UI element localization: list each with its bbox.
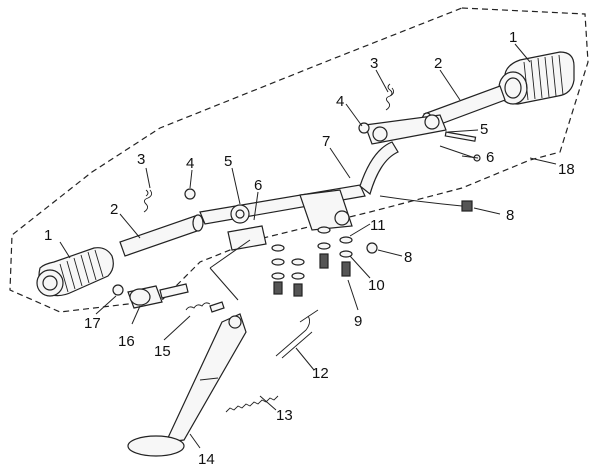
callout-8-nut: 8: [404, 249, 412, 266]
spring-right: [385, 83, 395, 111]
callout-5-right: 5: [480, 121, 488, 138]
washer-bolt-stack: [271, 226, 353, 297]
callout-18: 18: [558, 161, 575, 178]
callout-14: 14: [198, 451, 215, 468]
callout-15: 15: [154, 343, 171, 360]
spring-left: [143, 189, 153, 213]
callout-1-left-grip: 1: [44, 227, 52, 244]
main-frame: [199, 141, 399, 251]
callout-13: 13: [276, 407, 293, 424]
callout-11: 11: [370, 217, 386, 234]
callout-17: 17: [84, 315, 101, 332]
right-bracket: [364, 114, 481, 162]
nut-left: [184, 188, 196, 200]
nut-8: [366, 242, 378, 254]
stand-spring-15: [185, 301, 225, 313]
callout-4-right-nut: 4: [336, 93, 344, 110]
callout-16: 16: [118, 333, 135, 350]
callout-6-right: 6: [486, 149, 494, 166]
assembly-boundary-dashed: [9, 7, 589, 313]
callout-2-left-tube: 2: [110, 201, 118, 218]
leader-lines: [59, 43, 557, 449]
callout-6-left: 6: [254, 177, 262, 194]
callout-7-frame: 7: [322, 133, 330, 150]
washer-17: [112, 284, 124, 296]
callout-8-bolt: 8: [506, 207, 514, 224]
pivot-block: [127, 283, 189, 309]
callout-2-right-tube: 2: [434, 55, 442, 72]
side-stand: [127, 313, 247, 457]
left-grip: [36, 247, 114, 297]
callout-9: 9: [354, 313, 362, 330]
callout-1-right-grip: 1: [509, 29, 517, 46]
callout-12: 12: [312, 365, 329, 382]
callout-4-left-nut: 4: [186, 155, 194, 172]
callout-3-left-spring: 3: [137, 151, 145, 168]
callout-5-left: 5: [224, 153, 232, 170]
callout-3-right-spring: 3: [370, 55, 378, 72]
right-grip: [498, 51, 575, 105]
spring-hook-12: [275, 309, 319, 359]
return-spring-13: [225, 395, 279, 413]
left-bar-tube: [119, 214, 204, 257]
callout-10: 10: [368, 277, 385, 294]
bolt-right: [379, 195, 473, 212]
